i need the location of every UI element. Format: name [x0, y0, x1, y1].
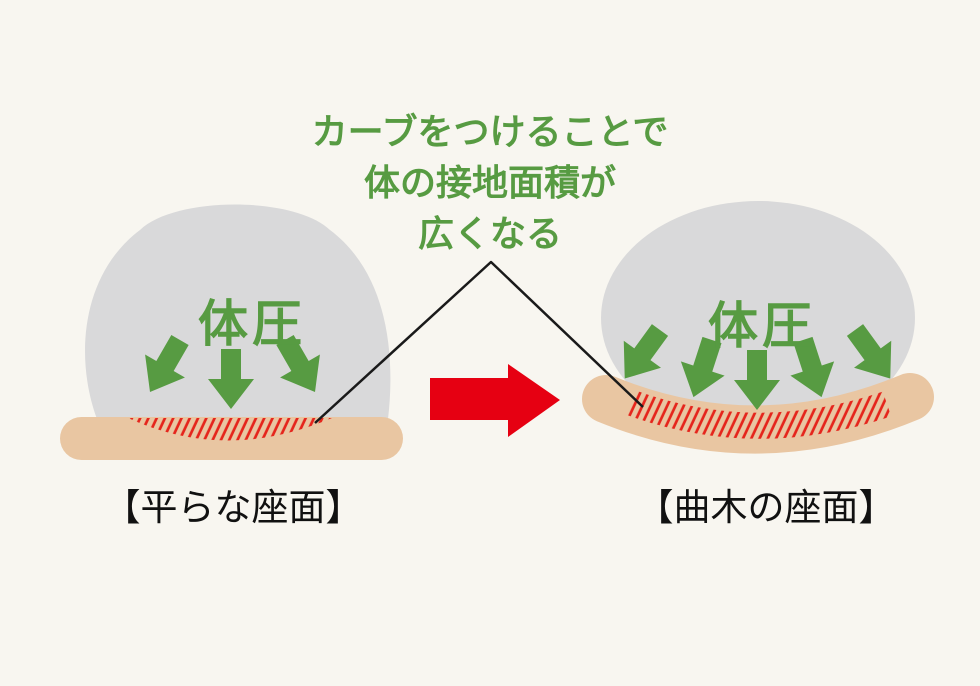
headline-line-1: カーブをつけることで: [311, 111, 669, 152]
right-caption: 【曲木の座面】: [636, 487, 896, 528]
left-pressure-label: 体圧: [198, 296, 306, 352]
left-figure: [60, 204, 403, 460]
headline: カーブをつけることで 体の接地面積が 広くなる: [0, 106, 980, 259]
left-contact-hatch: [128, 418, 332, 441]
right-pressure-label: 体圧: [708, 298, 816, 354]
left-caption: 【平らな座面】: [103, 487, 363, 528]
callout-pointer-lines: [314, 260, 644, 424]
right-figure: [582, 201, 934, 454]
transform-arrow-icon: [430, 364, 560, 437]
headline-line-2: 体の接地面積が: [363, 162, 616, 203]
right-body-shape: [601, 201, 915, 435]
headline-line-3: 広くなる: [417, 213, 562, 254]
right-contact-hatch: [627, 390, 892, 439]
